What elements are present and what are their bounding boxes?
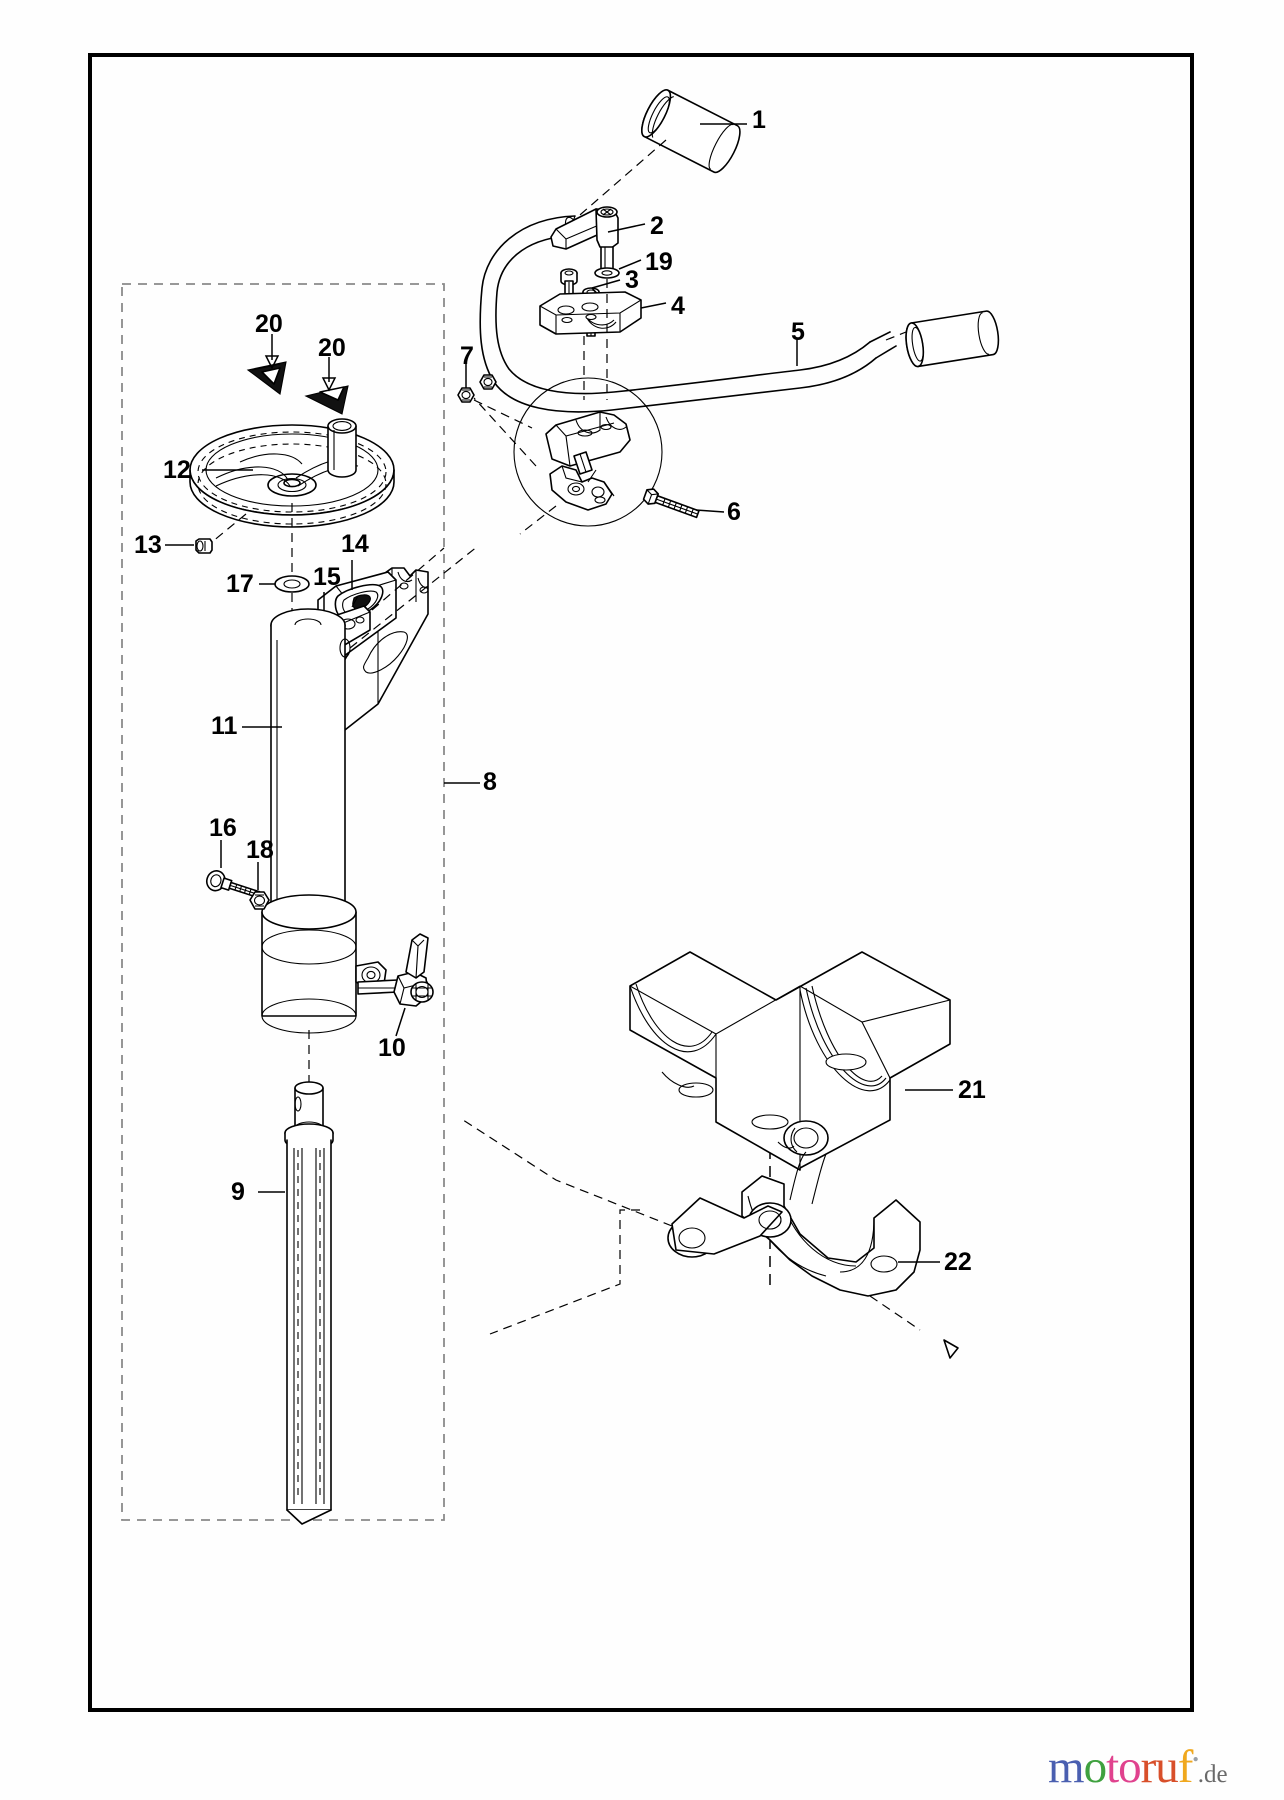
dashed-group-box <box>121 283 445 1521</box>
callout-7: 7 <box>460 342 474 370</box>
callout-17: 17 <box>226 570 254 598</box>
callout-20-b: 20 <box>318 334 346 362</box>
callout-19: 19 <box>645 248 673 276</box>
callout-5: 5 <box>791 318 805 346</box>
callout-10: 10 <box>378 1034 406 1062</box>
part-11-upper-shaft-tube <box>242 608 387 1088</box>
callout-4: 4 <box>671 292 685 320</box>
callout-22: 22 <box>944 1248 972 1276</box>
motoruf-watermark: motoruf•.de <box>1048 1740 1228 1794</box>
callout-9: 9 <box>231 1178 245 1206</box>
callout-8: 8 <box>483 768 497 796</box>
part-20-decal-b <box>304 357 349 415</box>
callout-14: 14 <box>341 530 369 558</box>
callout-12: 12 <box>163 456 191 484</box>
callout-3: 3 <box>625 266 639 294</box>
wm-letter-u: u <box>1155 1741 1178 1793</box>
part-7-lock-nut <box>457 362 533 429</box>
wm-letter-f: f <box>1177 1741 1194 1793</box>
part-22-clamp-half-lower <box>459 1117 959 1359</box>
wm-letter-o1: o <box>1083 1741 1107 1793</box>
part-18-hex-nut <box>249 862 270 910</box>
part-12-handwheel <box>189 418 395 624</box>
part-21-clamp-half-upper <box>629 951 953 1292</box>
wm-dot-icon: • <box>1192 1749 1198 1770</box>
wm-letter-o2: o <box>1118 1741 1141 1793</box>
callout-13: 13 <box>134 531 162 559</box>
callout-16: 16 <box>209 814 237 842</box>
callout-21: 21 <box>958 1076 986 1104</box>
part-17-flat-washer <box>259 575 310 593</box>
callout-6: 6 <box>727 498 741 526</box>
callout-18: 18 <box>246 836 274 864</box>
wm-letter-m: m <box>1048 1741 1085 1793</box>
callout-2: 2 <box>650 212 664 240</box>
callout-20-a: 20 <box>255 310 283 338</box>
part-20-decal-a <box>246 334 287 395</box>
part-1-handle-grip <box>641 89 747 174</box>
part-4-upper-handle-clamp <box>539 291 667 335</box>
part-13-set-screw <box>165 538 213 554</box>
callout-11: 11 <box>211 712 238 740</box>
part-10-clamp-knob-lever <box>357 933 434 1037</box>
callout-15: 15 <box>313 563 341 591</box>
callout-1: 1 <box>752 106 766 134</box>
part-6-hex-bolt <box>642 488 725 519</box>
wm-letter-t: t <box>1106 1741 1119 1793</box>
part-9-lower-shaft <box>258 1081 334 1525</box>
wm-suffix: .de <box>1197 1761 1228 1788</box>
part-16-carriage-bolt <box>205 840 261 899</box>
wm-letter-r: r <box>1140 1741 1157 1793</box>
detail-circle <box>473 377 663 535</box>
part-19-washer <box>594 259 642 279</box>
right-handle-grip <box>885 310 1000 368</box>
part-2-clamp-lever <box>550 206 646 274</box>
